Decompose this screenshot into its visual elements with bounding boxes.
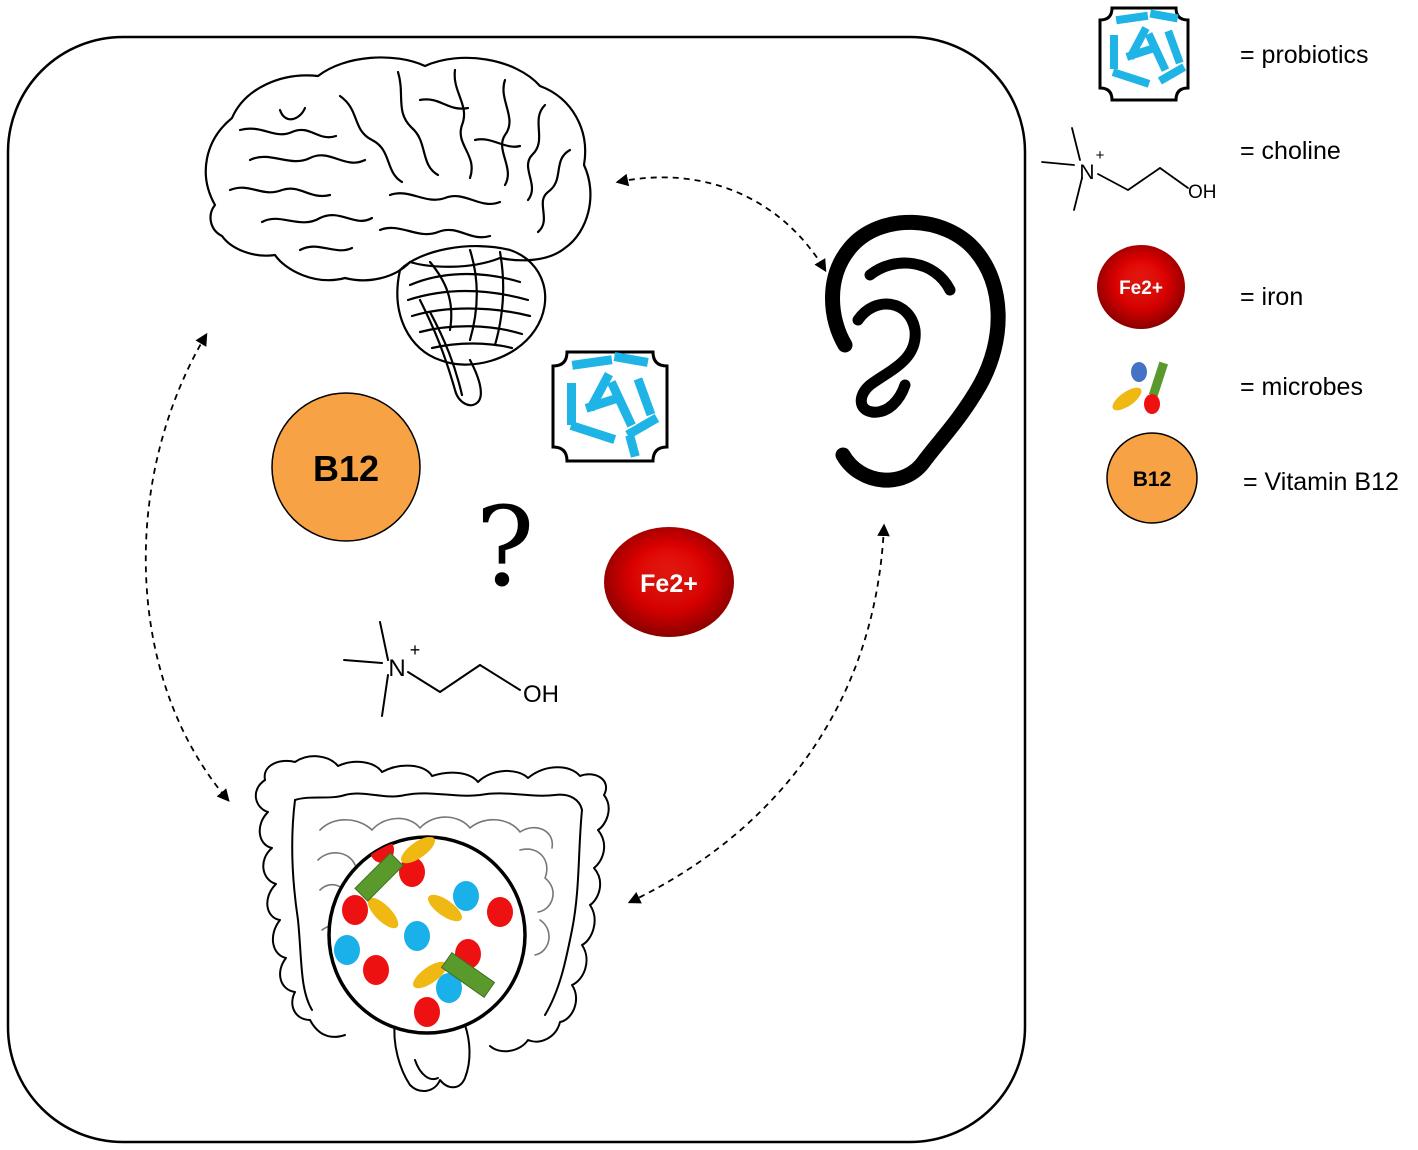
legend-vitamin-b12-label: = Vitamin B12 bbox=[1243, 468, 1399, 496]
legend-iron-icon: Fe2+ bbox=[1097, 245, 1185, 329]
gut-microbiome-zoom bbox=[327, 835, 527, 1035]
ear-gut-arrow bbox=[627, 523, 890, 904]
relationship-arrows bbox=[144, 173, 890, 904]
legend-iron-text: Fe2+ bbox=[1119, 278, 1163, 299]
choline-nitrogen: N bbox=[388, 655, 405, 682]
microbe-red-cell bbox=[414, 997, 440, 1027]
legend-microbes-label: = microbes bbox=[1240, 373, 1363, 401]
legend-choline-hydroxyl: OH bbox=[1188, 182, 1217, 203]
legend-choline-label: = choline bbox=[1240, 137, 1341, 165]
choline-hydroxyl: OH bbox=[523, 681, 559, 708]
diagram-frame bbox=[6, 35, 1027, 1144]
ear-icon bbox=[825, 214, 1006, 488]
legend-probiotics-icon bbox=[1098, 6, 1190, 102]
microbe-yellow-rod bbox=[400, 837, 436, 864]
microbe-red-cell bbox=[487, 897, 513, 927]
iron-icon: Fe2+ bbox=[604, 527, 734, 637]
brain-ear-arrow bbox=[615, 173, 827, 273]
legend-probiotics-label: = probiotics bbox=[1240, 41, 1369, 69]
legend-b12-text: B12 bbox=[1133, 468, 1172, 491]
microbe-blue-cell bbox=[453, 881, 479, 911]
microbe-blue-cell bbox=[436, 973, 462, 1003]
microbe-yellow-rod bbox=[367, 897, 399, 929]
iron-label: Fe2+ bbox=[640, 570, 698, 598]
microbe-blue-cell bbox=[404, 921, 430, 951]
microbe-yellow-rod bbox=[412, 961, 448, 989]
choline-charge: + bbox=[410, 640, 421, 660]
probiotics-icon bbox=[551, 350, 669, 463]
microbe-red-cell bbox=[363, 955, 389, 985]
microbe-blue-cell bbox=[334, 935, 360, 965]
legend-b12-icon: B12 bbox=[1106, 432, 1198, 524]
brain-icon bbox=[204, 56, 592, 407]
b12-label: B12 bbox=[313, 448, 379, 489]
microbe-green-rod bbox=[354, 852, 404, 902]
microbe-yellow-rod bbox=[427, 894, 463, 922]
microbe-red-cell bbox=[342, 895, 368, 925]
brain-gut-arrow bbox=[144, 332, 230, 802]
legend-microbes-icon bbox=[1112, 361, 1169, 414]
microbe-green-rod bbox=[440, 952, 496, 998]
choline-structure bbox=[343, 621, 521, 717]
legend-choline-charge: + bbox=[1096, 147, 1105, 164]
legend-choline-icon bbox=[1041, 127, 1189, 211]
vitamin-b12-icon: B12 bbox=[271, 392, 421, 542]
legend-choline-nitrogen: N bbox=[1079, 161, 1094, 184]
microbe-red-cell bbox=[399, 857, 425, 887]
legend-iron-label: = iron bbox=[1240, 283, 1303, 311]
question-mark: ? bbox=[476, 483, 535, 611]
